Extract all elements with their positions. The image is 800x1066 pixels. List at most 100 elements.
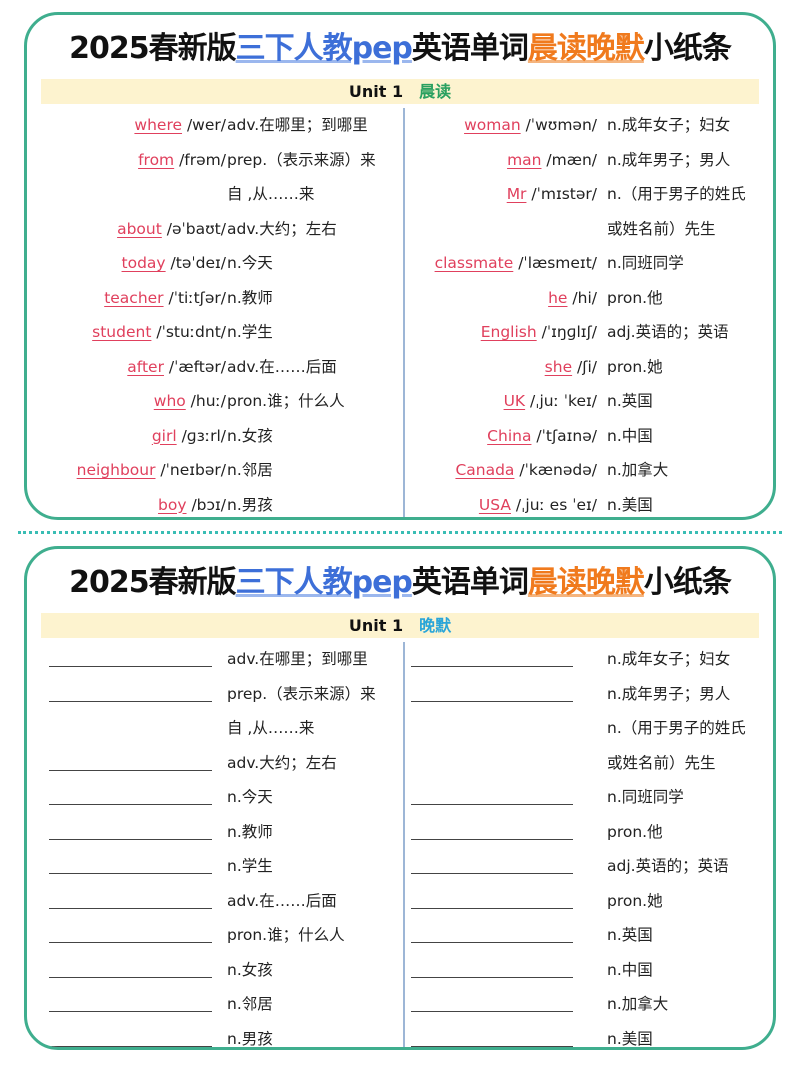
phonetic: /wer/ xyxy=(182,116,226,134)
word-row: from /frəm/prep.（表示来源）来 xyxy=(27,143,403,178)
dictation-row: prep.（表示来源）来 xyxy=(27,677,403,712)
answer-blank-line[interactable] xyxy=(411,700,573,702)
meaning: adv.大约；左右 xyxy=(227,219,337,238)
answer-blank-line[interactable] xyxy=(49,769,212,771)
answer-blank-line[interactable] xyxy=(411,942,573,943)
meaning: n.学生 xyxy=(227,857,273,875)
vocab-word: about xyxy=(117,219,162,238)
vocab-word: classmate xyxy=(434,254,514,272)
dictation-row: adj.英语的；英语 xyxy=(405,849,773,884)
dictation-row: n.中国 xyxy=(405,953,773,988)
meaning: pron.谁；什么人 xyxy=(227,392,345,410)
title-part-mode: 晨读晚默 xyxy=(527,31,645,66)
word-row: after /ˈæftər/adv.在……后面 xyxy=(27,350,403,385)
answer-blank-line[interactable] xyxy=(49,907,212,909)
word-cell: classmate /ˈlæsmeɪt/ xyxy=(435,246,597,281)
dictation-row: n.（用于男子的姓氏 xyxy=(405,711,773,746)
title-part-year: 2025春新版 xyxy=(69,31,236,66)
meaning: n.邻居 xyxy=(227,461,273,479)
word-cell: neighbour /ˈneɪbər/ xyxy=(77,453,226,488)
answer-blank-line[interactable] xyxy=(49,942,212,943)
card-title: 2025春新版三下人教pep英语单词晨读晚默小纸条 xyxy=(27,23,773,75)
meaning: 自 ,从……来 xyxy=(227,185,315,203)
vocab-word: English xyxy=(480,323,537,341)
answer-blank-line[interactable] xyxy=(49,873,212,874)
word-row: girl /ɡɜːrl/n.女孩 xyxy=(27,419,403,454)
title-part-mode: 晨读晚默 xyxy=(527,565,645,600)
unit-mode-label: 晨读 xyxy=(419,82,452,101)
word-cell: China /ˈtʃaɪnə/ xyxy=(487,419,597,454)
meaning: adv.在哪里；到哪里 xyxy=(227,116,368,134)
vocab-word: neighbour xyxy=(76,461,156,479)
answer-blank-line[interactable] xyxy=(411,1045,573,1047)
dictation-row: n.教师 xyxy=(27,815,403,850)
word-row: woman /ˈwʊmən/n.成年女子；妇女 xyxy=(405,108,773,143)
meaning: pron.他 xyxy=(607,822,663,841)
phonetic: /ˈstuːdnt/ xyxy=(151,323,226,341)
answer-blank-line[interactable] xyxy=(49,804,212,805)
answer-blank-line[interactable] xyxy=(411,804,573,805)
word-row: student /ˈstuːdnt/n.学生 xyxy=(27,315,403,350)
answer-blank-line[interactable] xyxy=(49,666,212,667)
word-cell: she /ʃi/ xyxy=(545,350,597,385)
word-row: where /wer/adv.在哪里；到哪里 xyxy=(27,108,403,143)
phonetic: /ˈɪŋɡlɪʃ/ xyxy=(536,323,597,341)
dictation-row: 或姓名前）先生 xyxy=(405,746,773,781)
meaning: pron.她 xyxy=(607,357,663,376)
dictation-row: n.学生 xyxy=(27,849,403,884)
meaning: adj.英语的；英语 xyxy=(607,857,729,875)
meaning: adv.在……后面 xyxy=(227,357,337,376)
answer-blank-line[interactable] xyxy=(49,838,212,840)
card-title: 2025春新版三下人教pep英语单词晨读晚默小纸条 xyxy=(27,557,773,609)
dictation-row: n.美国 xyxy=(405,1022,773,1047)
title-part-note: 小纸条 xyxy=(643,565,732,600)
vocab-word: from xyxy=(138,150,175,169)
meaning: n.成年女子；妇女 xyxy=(607,650,731,668)
vocab-word: he xyxy=(548,288,568,307)
vocab-word: student xyxy=(92,323,152,341)
unit-mode-label: 晚默 xyxy=(419,616,452,635)
phonetic: /ˌjuː ˈkeɪ/ xyxy=(525,392,597,410)
phonetic: /ɡɜːrl/ xyxy=(176,426,226,445)
word-cell: boy /bɔɪ/ xyxy=(158,488,226,518)
phonetic: /mæn/ xyxy=(541,150,597,169)
answer-blank-line[interactable] xyxy=(411,666,573,667)
word-cell: who /huː/ xyxy=(154,384,226,419)
answer-blank-line[interactable] xyxy=(411,907,573,909)
meaning: n.（用于男子的姓氏 xyxy=(607,719,746,737)
title-part-year: 2025春新版 xyxy=(69,565,236,600)
answer-blank-line[interactable] xyxy=(411,873,573,874)
word-row: UK /ˌjuː ˈkeɪ/n.英国 xyxy=(405,384,773,419)
meaning: n.同班同学 xyxy=(607,788,684,806)
word-row: she /ʃi/pron.她 xyxy=(405,350,773,385)
answer-blank-line[interactable] xyxy=(411,838,573,840)
column-divider xyxy=(403,108,405,517)
word-row: he /hi/pron.他 xyxy=(405,281,773,316)
answer-blank-line[interactable] xyxy=(49,1045,212,1047)
meaning: n.（用于男子的姓氏 xyxy=(607,185,746,203)
meaning: prep.（表示来源）来 xyxy=(227,150,376,169)
phonetic: /ʃi/ xyxy=(572,357,597,376)
answer-blank-line[interactable] xyxy=(49,1011,212,1012)
answer-blank-line[interactable] xyxy=(49,700,212,702)
word-row: USA /ˌjuː es ˈeɪ/n.美国 xyxy=(405,488,773,518)
meaning: n.女孩 xyxy=(227,426,273,445)
dotted-separator xyxy=(18,531,782,534)
answer-blank-line[interactable] xyxy=(411,976,573,978)
meaning: n.今天 xyxy=(227,788,273,806)
vocab-word: Mr xyxy=(506,185,527,203)
meaning: n.中国 xyxy=(607,426,653,445)
answer-blank-line[interactable] xyxy=(411,1011,573,1012)
vocab-word: where xyxy=(134,116,183,134)
answer-blank-line[interactable] xyxy=(49,976,212,978)
word-row: English /ˈɪŋɡlɪʃ/adj.英语的；英语 xyxy=(405,315,773,350)
phonetic: /ˈwʊmən/ xyxy=(520,116,597,134)
dictation-row: n.同班同学 xyxy=(405,780,773,815)
meaning: n.英国 xyxy=(607,392,653,410)
dictation-row: pron.她 xyxy=(405,884,773,919)
word-cell: from /frəm/ xyxy=(138,143,226,178)
